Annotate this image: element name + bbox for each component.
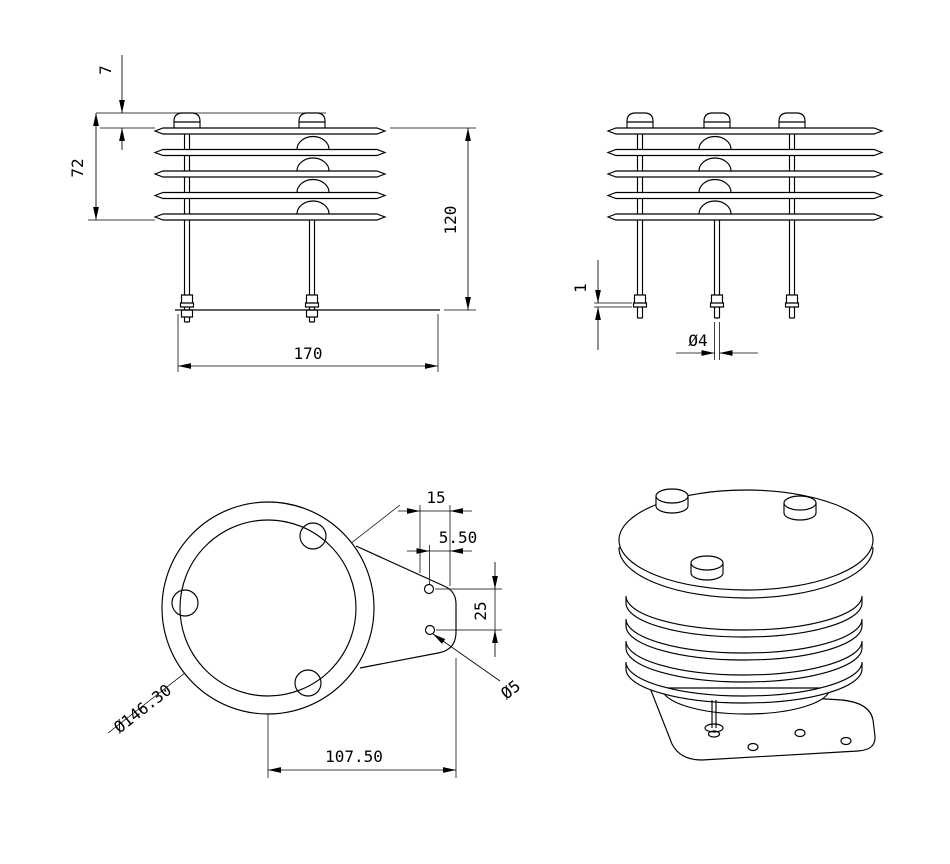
iso-top-caps	[655, 488, 817, 581]
dim-label-center-to-edge: 107.50	[325, 747, 383, 766]
iso-center-rod	[704, 700, 724, 738]
iso-bracket-hole	[747, 742, 759, 752]
dim-label-louver-height: 72	[68, 158, 87, 177]
dim-label-hole-to-edge: 5.50	[439, 528, 478, 547]
front-dimension-lines	[93, 55, 471, 369]
iso-bracket-hole	[794, 728, 806, 738]
hole-diameter-leader	[432, 633, 501, 682]
side-top-caps	[626, 112, 806, 128]
isometric-view	[618, 488, 876, 761]
side-extension-lines	[594, 302, 720, 360]
side-view: 1 Ø4	[571, 112, 884, 360]
dim-label-washer-thickness: 1	[571, 283, 590, 293]
bottom-extension-lines	[419, 505, 502, 778]
dim-label-rod-diameter: Ø4	[688, 331, 707, 350]
plate-holes	[171, 522, 327, 697]
side-dimension-lines	[595, 260, 758, 356]
dim-label-cap-offset: 7	[96, 65, 115, 75]
dim-label-hole-spacing: 25	[471, 601, 490, 620]
inner-plate-circle	[179, 519, 357, 697]
outer-plate-circle	[161, 501, 375, 715]
bracket-hole-lower	[424, 624, 436, 636]
front-view: 7 72 120 170	[68, 55, 476, 372]
side-louver-plates	[606, 127, 884, 221]
front-hub-domes	[296, 135, 330, 215]
iso-bracket-hole	[840, 736, 852, 746]
dim-label-base-width: 170	[294, 344, 323, 363]
side-mounting-rods	[632, 134, 800, 319]
front-mounting-rods	[179, 134, 320, 323]
bracket-hole-upper	[423, 583, 435, 595]
dim-label-plate-diameter: Ø146.30	[110, 680, 175, 736]
dim-label-total-height: 120	[441, 206, 460, 235]
dim-label-edge-offset: 15	[426, 488, 445, 507]
front-extension-lines	[88, 112, 476, 372]
bottom-view: 15 5.50 25 Ø146.30 Ø5 107.50	[107, 488, 524, 778]
bottom-dimension-lines	[268, 508, 501, 773]
side-hub-domes	[698, 135, 732, 215]
front-louver-plates	[153, 127, 387, 221]
front-top-caps	[173, 112, 326, 128]
dim-label-hole-diameter: Ø5	[497, 676, 524, 703]
iso-louver-stack	[625, 595, 863, 704]
